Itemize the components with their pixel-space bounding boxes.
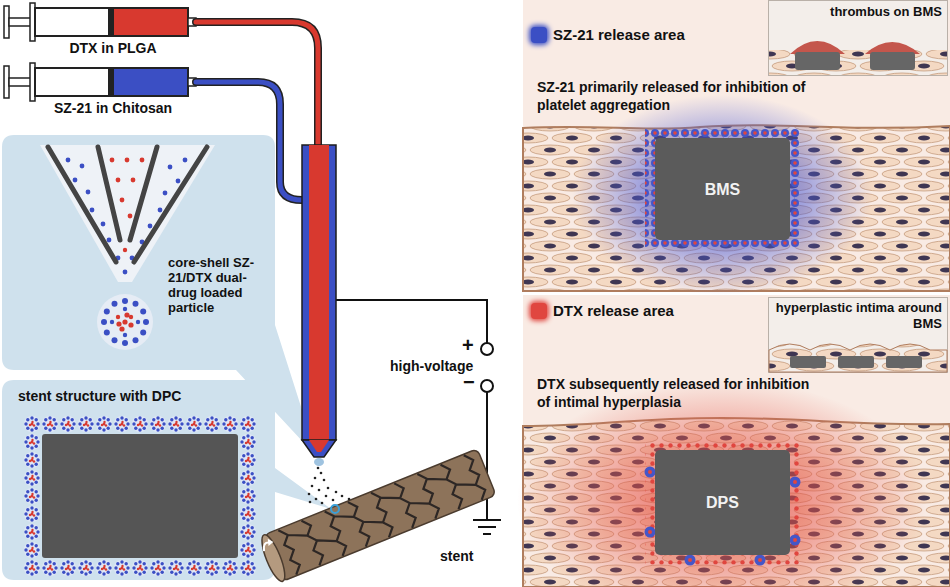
stent-strut: BMS — [655, 138, 790, 240]
callout-panel: stent structure with DPC — [2, 380, 275, 580]
inset-box: hyperplastic intima around BMS — [768, 297, 948, 372]
syringe: DTX in PLGA — [0, 0, 200, 60]
stent-strut-section — [42, 434, 238, 558]
particle-coating — [650, 445, 795, 560]
particle-coating — [32, 424, 248, 568]
inset-box: thrombus on BMS — [768, 0, 948, 75]
stent-drawing — [258, 449, 496, 584]
polarity-sign: + — [462, 334, 474, 357]
particle-coating — [650, 133, 795, 243]
release-glow — [572, 95, 872, 295]
stent-strut: DPS — [655, 450, 790, 555]
coaxial-nozzle-section — [40, 145, 215, 350]
node-text: SZ-21 in Chitosan — [28, 100, 198, 117]
voltage-label: high-voltage — [390, 358, 473, 375]
callout-panel: core-shell SZ-21/DTX dual-drug loaded pa… — [2, 135, 275, 370]
node-text: DTX in PLGA — [28, 40, 198, 57]
inset-drawing — [769, 1, 948, 373]
release-glow — [517, 380, 927, 587]
node-text: core-shell SZ-21/DTX dual-drug loaded pa… — [168, 255, 274, 315]
node-text: BMS — [655, 180, 790, 199]
legend-text: DTX release area — [553, 301, 674, 320]
syringe: SZ-21 in Chitosan — [0, 60, 200, 120]
node-text: thrombus on BMS — [774, 4, 942, 20]
panel-ground — [523, 0, 950, 291]
tissue-panel: DTX subsequently released for inhibition… — [523, 295, 950, 587]
coaxial-nozzle — [302, 145, 336, 466]
node-text: DPS — [655, 493, 790, 512]
spray-droplets — [308, 467, 351, 505]
polarity-sign: − — [463, 371, 475, 394]
tissue-panel: SZ-21 primarily released for inhibition … — [523, 0, 950, 291]
legend-swatch — [531, 27, 547, 43]
node-text: DTX subsequently released for inhibition… — [537, 375, 812, 411]
detail-marker — [331, 505, 339, 513]
node-text: SZ-21 primarily released for inhibition … — [537, 78, 809, 114]
part-name: stent — [440, 548, 473, 565]
node-text: stent structure with DPC — [18, 388, 268, 405]
legend-swatch — [531, 303, 547, 319]
node-text: hyperplastic intima around BMS — [774, 300, 942, 332]
legend-text: SZ-21 release area — [553, 25, 685, 44]
